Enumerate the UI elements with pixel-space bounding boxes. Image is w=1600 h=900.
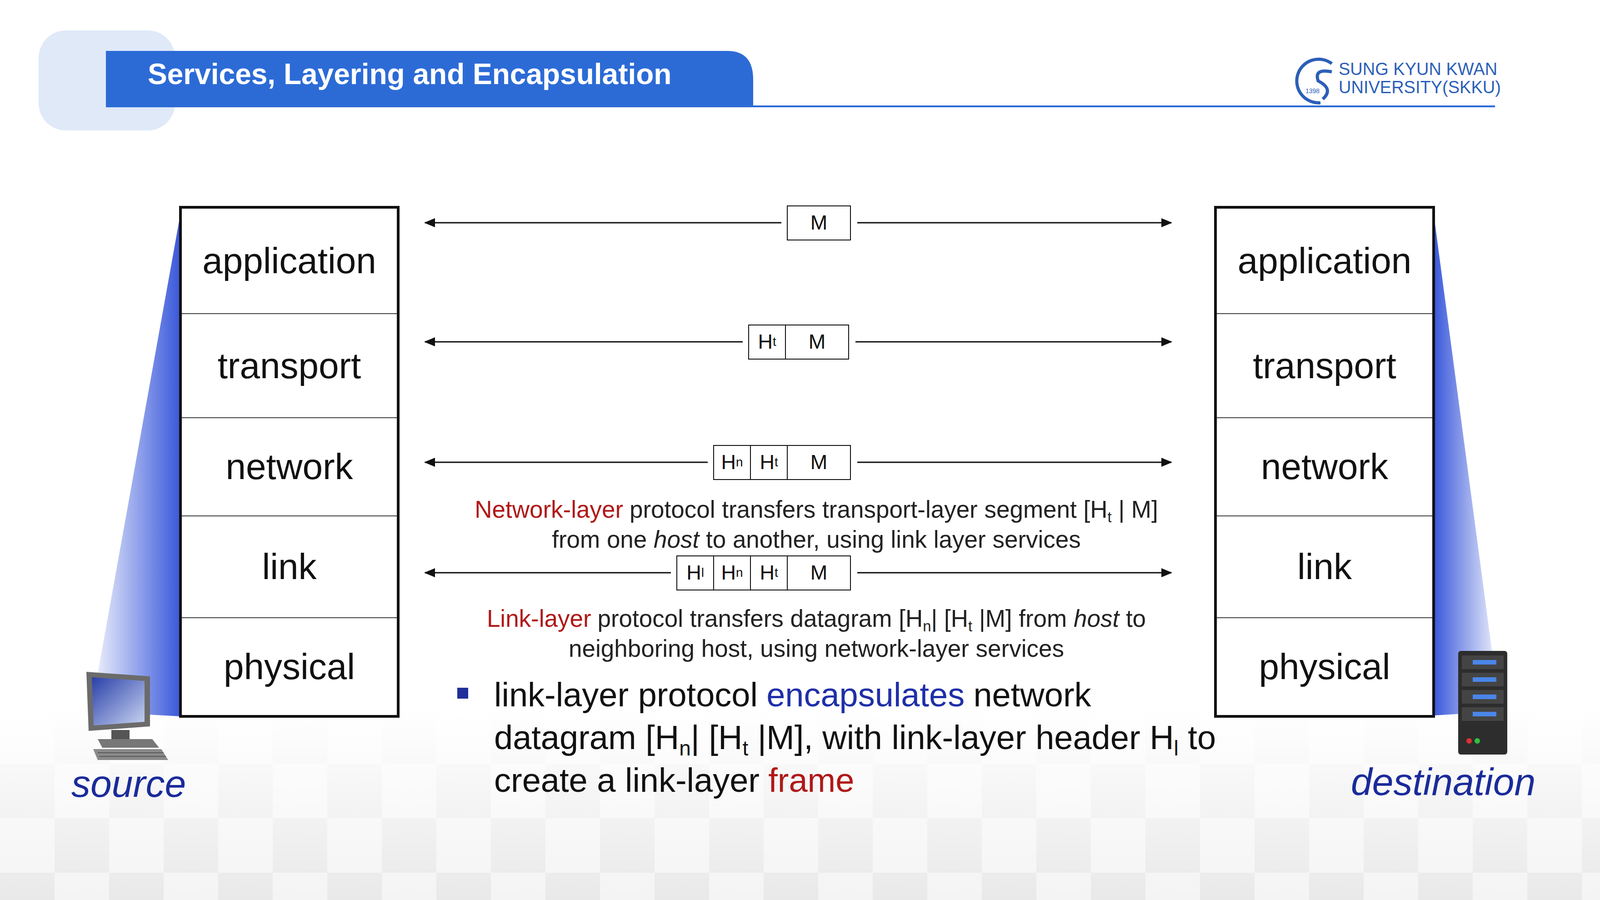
slide-title: Services, Layering and Encapsulation [147,57,672,91]
packet-box: HnHtM [714,445,851,480]
protocol-layer-box: physical [181,617,397,715]
protocol-layer-box: network [1216,417,1433,516]
text-group: destination [1350,759,1588,805]
bullet-term: frame [768,761,855,800]
layer-name: network [1260,445,1389,488]
header-field: Ht [750,445,788,480]
protocol-layer-box: transport [181,313,397,418]
packet-box: HlHnHtM [677,555,851,591]
computer-icon [86,671,169,760]
layer-name: transport [1252,345,1397,387]
university-logo [1296,59,1332,103]
caption-term: Network-layer [474,495,624,523]
caption-text: protocol transfers datagram [Hn| [Ht |M]… [568,605,1146,662]
header-field: Hn [713,445,751,480]
header-field: Ht [750,555,788,591]
floor-fade [0,709,1600,900]
caption-text: protocol transfers transport-layer segme… [551,495,1159,553]
header-field: Hn [713,555,751,591]
layer-name: link [261,545,317,588]
layer-name: application [202,240,377,282]
header-field: Ht [748,324,786,360]
protocol-stack-frame [1215,207,1434,717]
university-name: UNIVERSITY(SKKU) [1338,78,1503,97]
bullet-text: link-layer protocol [494,675,758,714]
layer-name: transport [217,345,362,387]
protocol-layer-box: link [181,515,397,618]
stack-shadow [1433,213,1500,716]
floor-tiles [0,709,1600,900]
text-group: 1398 [1305,87,1333,95]
protocol-layer-box: link [1216,515,1433,618]
layer-name: application [1237,240,1412,282]
protocol-layer-box: application [181,208,397,314]
protocol-stack-frame [180,207,399,717]
bullet-term: encapsulates [766,675,965,714]
layer-name: link [1297,545,1352,588]
text-group: Network-layerprotocol transfers transpor… [454,494,1179,555]
protocol-layer-box: physical [1216,617,1433,715]
protocol-layer-box: application [1216,208,1433,314]
layer-name: physical [1258,645,1390,688]
host-label: source [71,762,186,805]
text-group: link-layer protocolencapsulatesnetwork d… [494,673,1222,802]
title-bar [105,50,754,108]
server-icon [1458,650,1508,755]
text-group: Link-layerprotocol transfers datagram [H… [454,603,1179,665]
packet-box: HtM [749,324,850,360]
message-field: M [785,324,850,360]
header-field: Hl [676,555,715,591]
host-label: destination [1350,760,1536,804]
packet-box: M [787,205,851,241]
message-field: M [786,555,851,591]
text-group: SUNG KYUN KWANUNIVERSITY(SKKU) [1338,60,1503,97]
text-group: source [71,760,254,807]
layer-name: network [225,445,353,488]
protocol-layer-box: network [181,417,397,516]
protocol-layer-box: transport [1216,313,1433,418]
caption-term: Link-layer [486,605,592,632]
message-field: M [786,205,851,241]
title-rule [753,105,1495,108]
layer-name: physical [223,645,355,688]
stack-shadow [90,213,181,717]
bullet-marker [457,687,469,699]
logo-year: 1398 [1305,87,1333,95]
message-field: M [786,445,851,480]
university-name: SUNG KYUN KWAN [1338,60,1503,79]
